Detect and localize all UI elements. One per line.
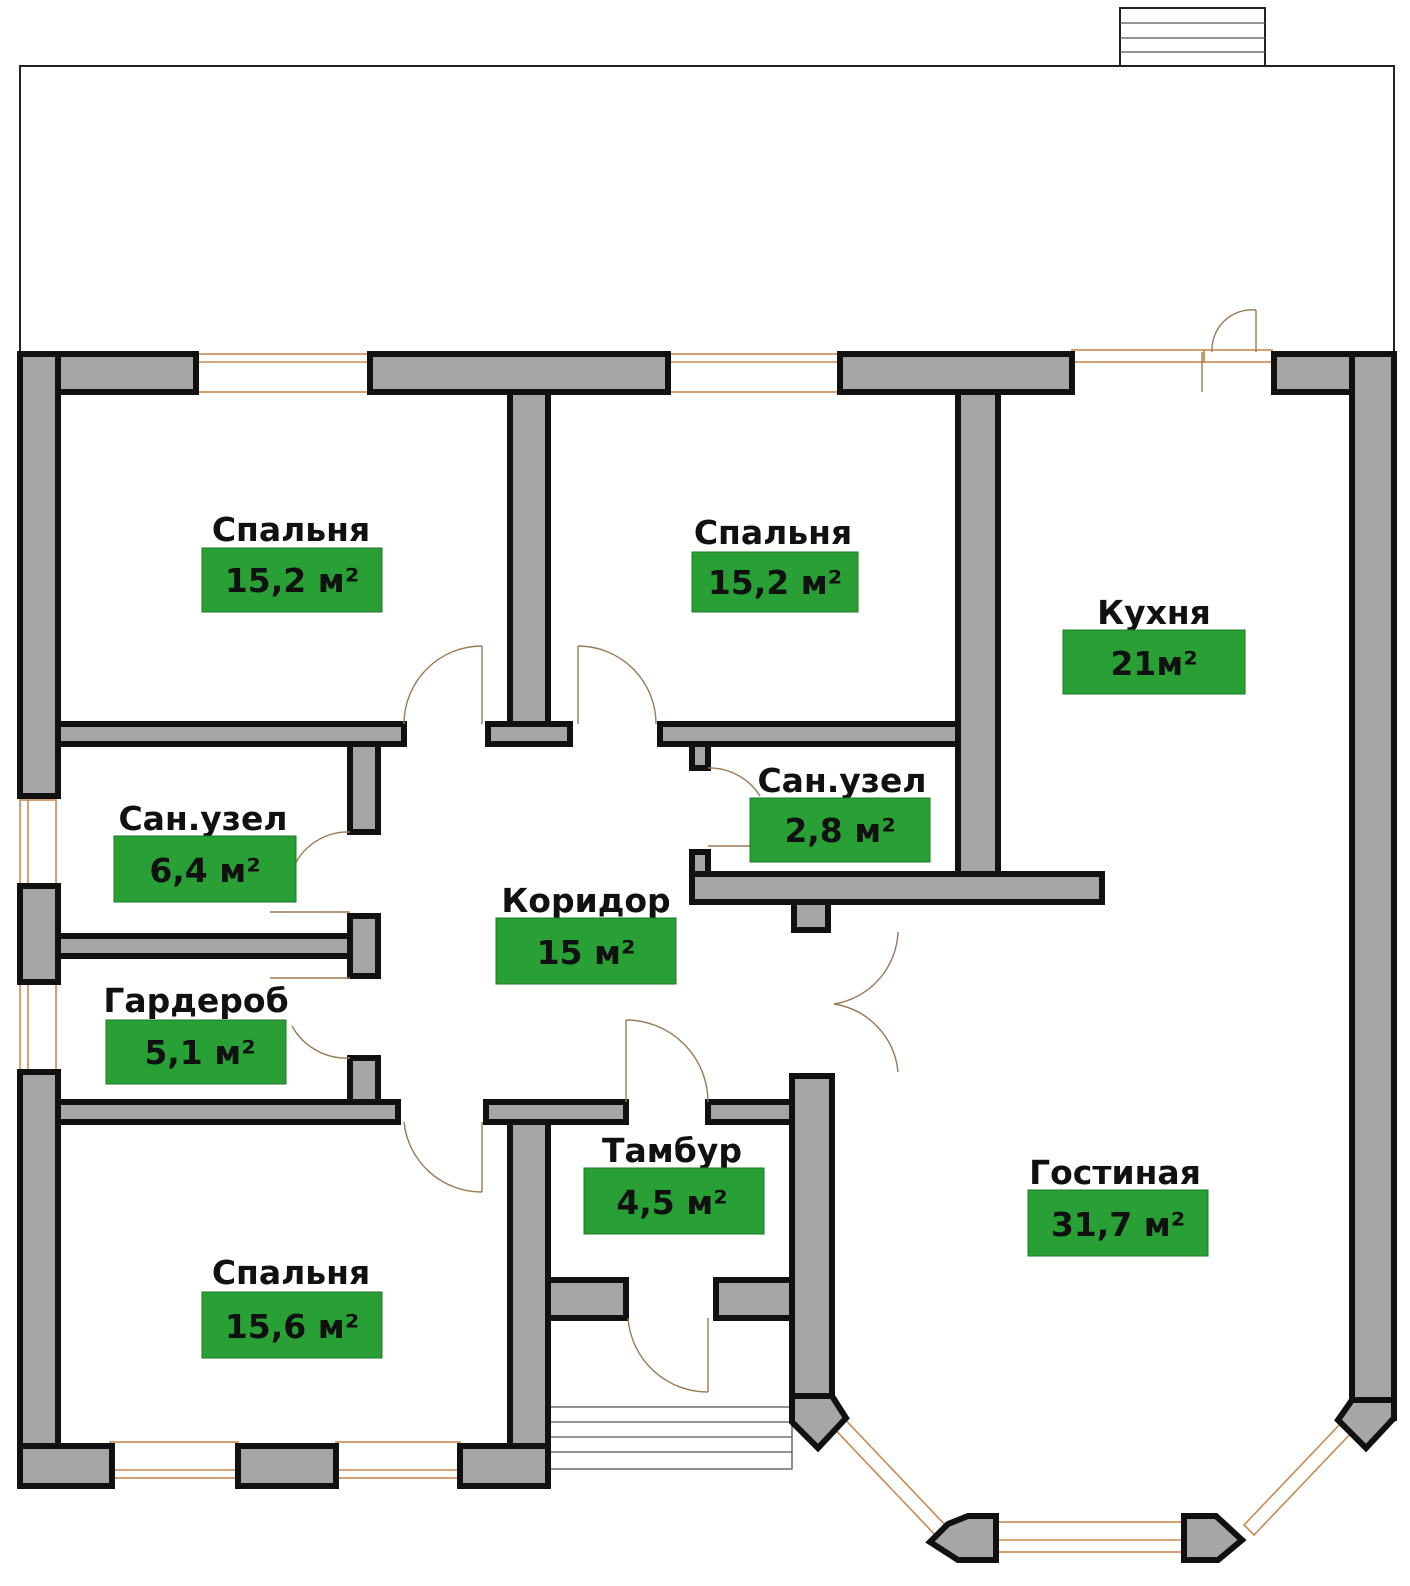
- room-vestibule: Тамбур 4,5 м²: [583, 1131, 765, 1235]
- area-badge: [1062, 629, 1246, 695]
- room-area: 15 м²: [537, 933, 636, 972]
- terrace-outline: [19, 7, 1395, 352]
- area-badge: [201, 1291, 383, 1359]
- entrance-steps: [547, 1406, 793, 1470]
- room-name: Тамбур: [602, 1131, 742, 1170]
- room-name: Спальня: [212, 1253, 370, 1292]
- room-name: Сан.узел: [757, 761, 926, 800]
- area-badge: [105, 1019, 287, 1085]
- room-name: Гардероб: [103, 981, 288, 1020]
- doors: [270, 309, 1257, 1393]
- room-name: Спальня: [212, 510, 370, 549]
- room-name: Гостиная: [1029, 1153, 1201, 1192]
- room-name: Сан.узел: [118, 799, 287, 838]
- area-badge: [113, 835, 297, 903]
- room-wardrobe: Гардероб 5,1 м²: [103, 981, 289, 1085]
- room-name: Коридор: [501, 881, 670, 920]
- room-bedroom-2: Спальня 15,2 м²: [691, 513, 859, 613]
- room-bedroom-3: Спальня 15,6 м²: [201, 1253, 383, 1359]
- room-living-room: Гостиная 31,7 м²: [1027, 1153, 1209, 1257]
- area-badge: [583, 1167, 765, 1235]
- room-bathroom-1: Сан.узел 6,4 м²: [113, 799, 297, 903]
- area-badge: [201, 547, 383, 613]
- room-corridor: Коридор 15 м²: [495, 881, 677, 985]
- room-area: 15,2 м²: [225, 561, 359, 600]
- area-badge: [691, 551, 859, 613]
- room-area: 21м²: [1110, 644, 1197, 683]
- room-kitchen: Кухня 21м²: [1062, 593, 1246, 695]
- room-area: 6,4 м²: [149, 851, 260, 890]
- room-name: Спальня: [694, 513, 852, 552]
- room-bathroom-2: Сан.узел 2,8 м²: [749, 761, 931, 863]
- area-badge: [749, 797, 931, 863]
- area-badge: [495, 917, 677, 985]
- walls: [17, 351, 1397, 1563]
- room-area: 15,6 м²: [225, 1307, 359, 1346]
- area-badge: [1027, 1189, 1209, 1257]
- room-area: 2,8 м²: [784, 811, 895, 850]
- room-name: Кухня: [1097, 593, 1211, 632]
- room-bedroom-1: Спальня 15,2 м²: [201, 510, 383, 613]
- room-area: 31,7 м²: [1051, 1205, 1185, 1244]
- room-area: 15,2 м²: [708, 563, 842, 602]
- room-area: 5,1 м²: [144, 1033, 255, 1072]
- room-area: 4,5 м²: [616, 1183, 727, 1222]
